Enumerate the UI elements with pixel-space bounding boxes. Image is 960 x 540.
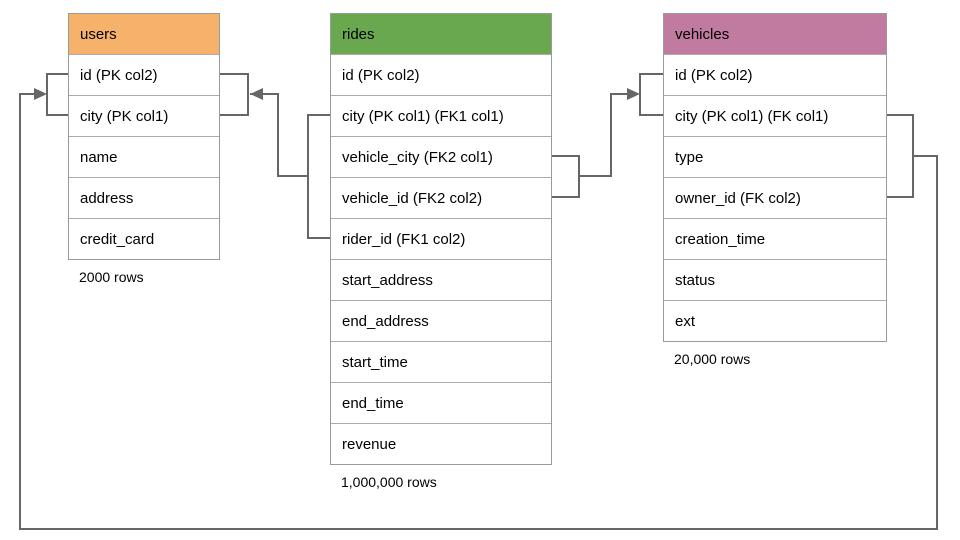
table-row: city (PK col1) (FK col1) bbox=[664, 95, 886, 136]
table-row: city (PK col1) bbox=[69, 95, 219, 136]
arrowhead-icon bbox=[34, 88, 47, 100]
table-row: creation_time bbox=[664, 218, 886, 259]
relationship-line bbox=[308, 237, 330, 239]
column-cell: id (PK col2) bbox=[675, 66, 753, 84]
table-row: start_time bbox=[331, 341, 551, 382]
table-row: id (PK col2) bbox=[331, 54, 551, 95]
column-cell: credit_card bbox=[80, 230, 155, 248]
table-row: address bbox=[69, 177, 219, 218]
table-row: end_time bbox=[331, 382, 551, 423]
table-title: rides bbox=[342, 25, 375, 43]
column-cell: city (PK col1) (FK1 col1) bbox=[342, 107, 504, 125]
relationship-line bbox=[936, 155, 938, 530]
column-cell: id (PK col2) bbox=[342, 66, 420, 84]
column-cell: rider_id (FK1 col2) bbox=[342, 230, 466, 248]
column-cell: vehicle_city (FK2 col1) bbox=[342, 148, 493, 166]
column-cell: revenue bbox=[342, 435, 397, 453]
table-row: status bbox=[664, 259, 886, 300]
relationship-line bbox=[552, 155, 579, 157]
relationship-line bbox=[47, 114, 68, 116]
relationship-line bbox=[20, 528, 937, 530]
relationship-line bbox=[640, 73, 663, 75]
table-row: vehicle_city (FK2 col1) bbox=[331, 136, 551, 177]
column-cell: city (PK col1) (FK col1) bbox=[675, 107, 829, 125]
relationship-line bbox=[220, 73, 248, 75]
relationship-line bbox=[640, 114, 663, 116]
column-cell: status bbox=[675, 271, 716, 289]
table-box: rides id (PK col2) city (PK col1) (FK1 col… bbox=[330, 13, 552, 465]
table-header: users bbox=[69, 14, 219, 54]
table-row: revenue bbox=[331, 423, 551, 464]
relationship-line bbox=[46, 73, 48, 116]
relationship-line bbox=[610, 93, 612, 177]
table-row: start_address bbox=[331, 259, 551, 300]
row-count-label: 20,000 rows bbox=[674, 351, 751, 367]
row-count-label: 2000 rows bbox=[79, 269, 144, 285]
table-rides: rides id (PK col2) city (PK col1) (FK1 col… bbox=[330, 13, 552, 490]
column-cell: owner_id (FK col2) bbox=[675, 189, 801, 207]
table-row: type bbox=[664, 136, 886, 177]
column-cell: start_time bbox=[342, 353, 408, 371]
column-cell: start_address bbox=[342, 271, 433, 289]
relationship-line bbox=[913, 155, 937, 157]
relationship-line bbox=[887, 114, 913, 116]
relationship-line bbox=[47, 73, 68, 75]
table-row: owner_id (FK col2) bbox=[664, 177, 886, 218]
column-cell: city (PK col1) bbox=[80, 107, 169, 125]
table-row: rider_id (FK1 col2) bbox=[331, 218, 551, 259]
table-row: name bbox=[69, 136, 219, 177]
column-cell: address bbox=[80, 189, 134, 207]
table-vehicles: vehicles id (PK col2) city (PK col1) (FK c… bbox=[663, 13, 887, 367]
column-cell: type bbox=[675, 148, 704, 166]
table-row: city (PK col1) (FK1 col1) bbox=[331, 95, 551, 136]
table-row: credit_card bbox=[69, 218, 219, 259]
relationship-line bbox=[579, 175, 611, 177]
column-cell: ext bbox=[675, 312, 696, 330]
arrowhead-icon bbox=[627, 88, 640, 100]
table-row: ext bbox=[664, 300, 886, 341]
relationship-line bbox=[307, 114, 309, 239]
relationship-line bbox=[19, 93, 21, 530]
table-row: id (PK col2) bbox=[69, 54, 219, 95]
relationship-line bbox=[250, 93, 278, 95]
column-cell: name bbox=[80, 148, 118, 166]
table-title: users bbox=[80, 25, 117, 43]
relationship-line bbox=[611, 93, 638, 95]
table-box: vehicles id (PK col2) city (PK col1) (FK c… bbox=[663, 13, 887, 342]
relationship-line bbox=[639, 73, 641, 116]
relationship-line bbox=[887, 196, 913, 198]
table-box: users id (PK col2) city (PK col1) name addre… bbox=[68, 13, 220, 260]
column-cell: id (PK col2) bbox=[80, 66, 158, 84]
relationship-line bbox=[220, 114, 248, 116]
relationship-line bbox=[277, 93, 279, 177]
table-header: rides bbox=[331, 14, 551, 54]
relationship-line bbox=[278, 175, 308, 177]
table-title: vehicles bbox=[675, 25, 730, 43]
row-count-label: 1,000,000 rows bbox=[341, 474, 437, 490]
column-cell: end_time bbox=[342, 394, 404, 412]
column-cell: vehicle_id (FK2 col2) bbox=[342, 189, 483, 207]
relationship-line bbox=[308, 114, 330, 116]
column-cell: end_address bbox=[342, 312, 429, 330]
table-header: vehicles bbox=[664, 14, 886, 54]
relationship-line bbox=[247, 73, 249, 116]
relationship-line bbox=[20, 93, 45, 95]
table-users: users id (PK col2) city (PK col1) name addre… bbox=[68, 13, 220, 285]
column-cell: creation_time bbox=[675, 230, 766, 248]
arrowhead-icon bbox=[250, 88, 263, 100]
relationship-line bbox=[552, 196, 579, 198]
table-row: end_address bbox=[331, 300, 551, 341]
table-row: id (PK col2) bbox=[664, 54, 886, 95]
table-row: vehicle_id (FK2 col2) bbox=[331, 177, 551, 218]
